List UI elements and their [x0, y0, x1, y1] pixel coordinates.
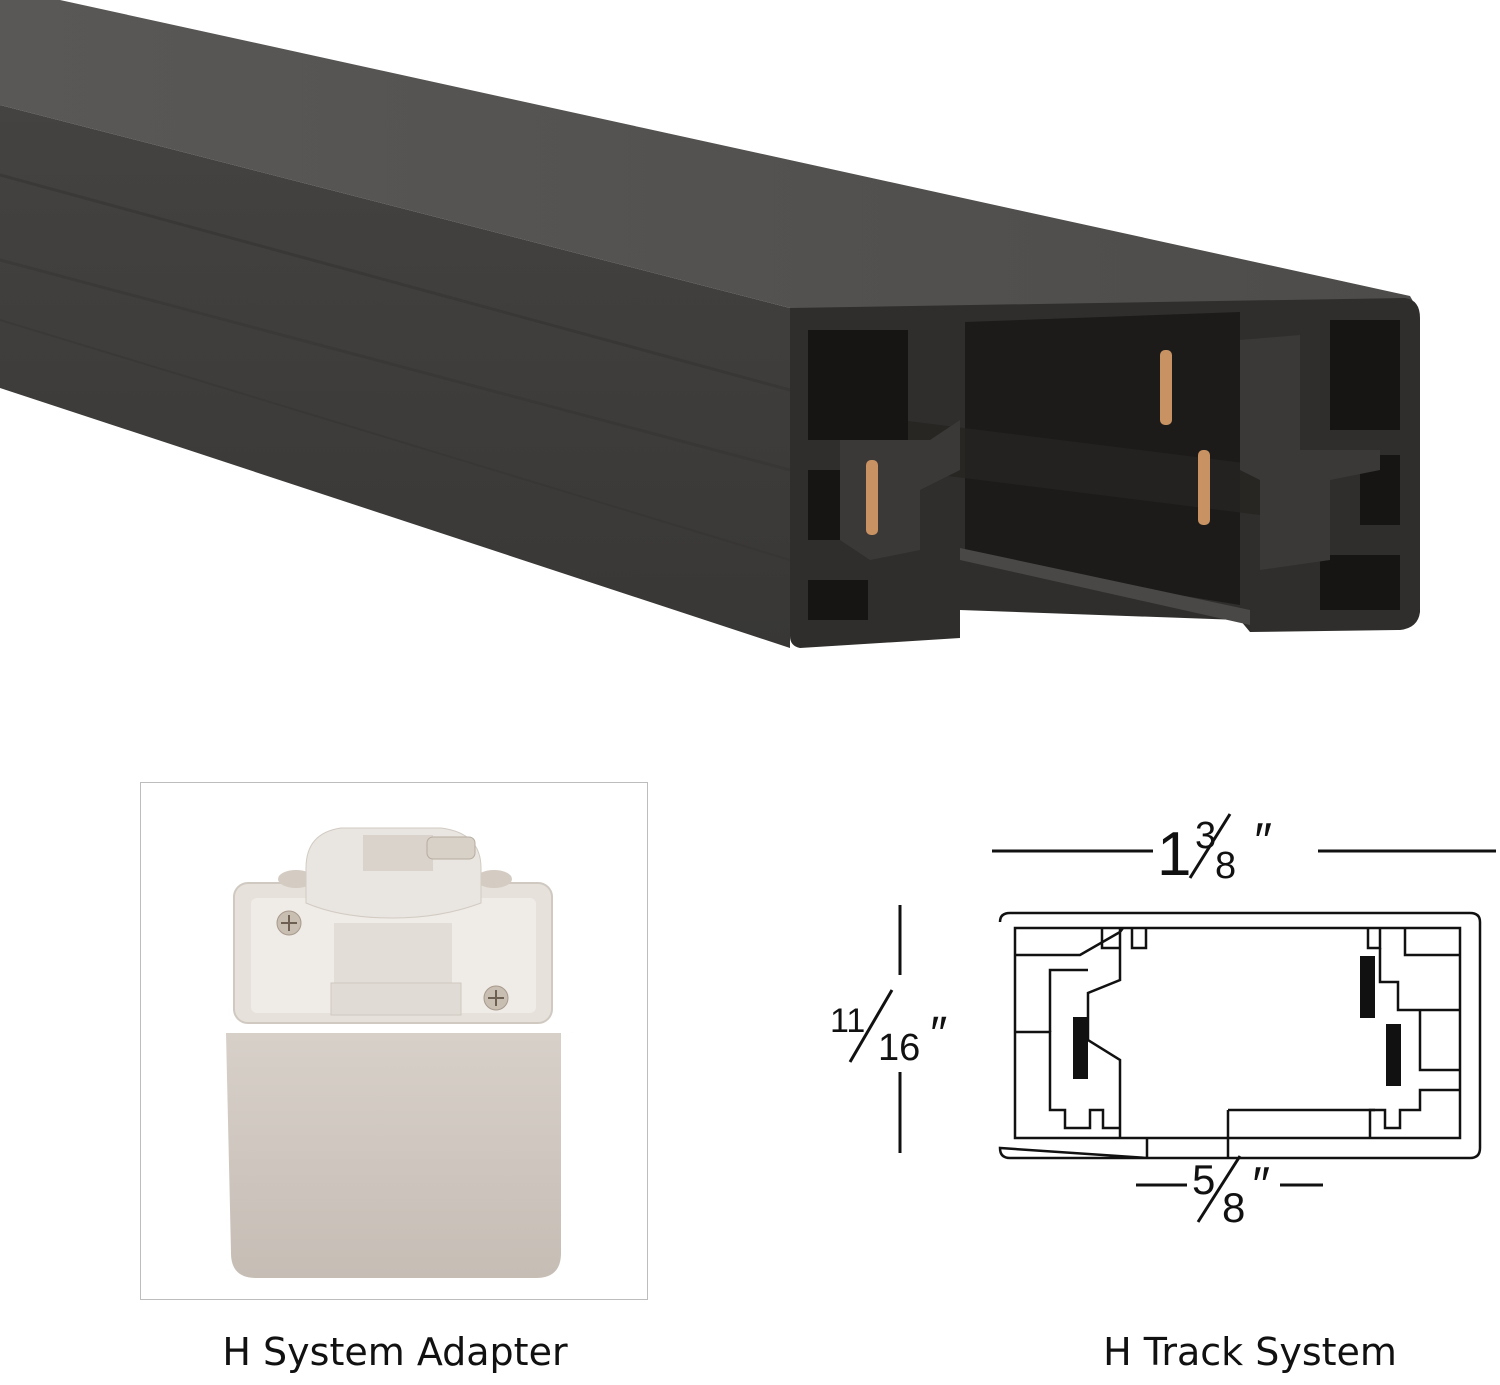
track-cross-section: [998, 911, 1482, 1160]
svg-text:″: ″: [928, 1008, 947, 1061]
copper-contact-left: [866, 460, 878, 535]
svg-text:1: 1: [1157, 820, 1191, 889]
svg-text:8: 8: [1215, 845, 1236, 887]
contact-bar-left: [1073, 1017, 1088, 1079]
width-label: 1 3 8 ″: [1157, 813, 1272, 889]
track-product-image: [0, 0, 1420, 648]
copper-contact-right-bottom: [1198, 450, 1210, 525]
track-top-face: [0, 0, 1418, 310]
adapter-caption: H System Adapter: [222, 1330, 568, 1374]
opening-label: 5 8 ″: [1192, 1155, 1270, 1231]
adapter-illustration: [226, 827, 561, 1278]
track-rail-illustration: [0, 0, 1420, 648]
height-label: 11 16 ″: [830, 989, 947, 1069]
track-caption: H Track System: [1103, 1330, 1397, 1374]
svg-text:11: 11: [830, 1002, 865, 1040]
svg-text:″: ″: [1252, 813, 1272, 869]
svg-text:5: 5: [1192, 1156, 1215, 1203]
adapter-body: [226, 1033, 561, 1278]
contact-bar-right-top: [1360, 956, 1375, 1018]
adapter-image-frame: [140, 782, 648, 1300]
contact-bar-right-bottom: [1386, 1024, 1401, 1086]
track-dimension-diagram: 1 3 8 ″ 11 16 ″: [820, 810, 1500, 1231]
copper-contact-right-top: [1160, 350, 1172, 425]
track-side-face: [0, 105, 790, 648]
svg-text:″: ″: [1250, 1157, 1270, 1213]
svg-text:16: 16: [878, 1027, 920, 1069]
svg-text:8: 8: [1222, 1184, 1245, 1230]
